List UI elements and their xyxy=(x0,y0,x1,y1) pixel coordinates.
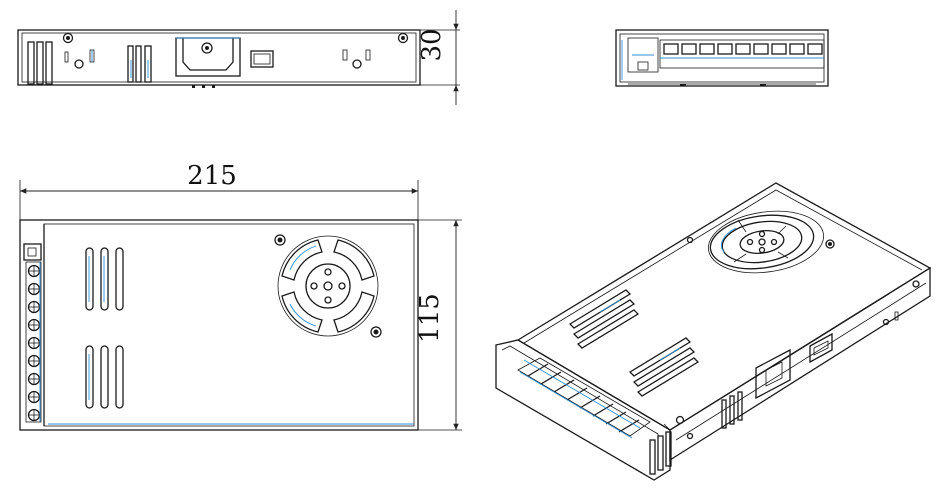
terminal-block-side xyxy=(659,39,825,69)
front-view xyxy=(17,29,421,88)
vent-slots-upper xyxy=(85,247,124,311)
length-label: 215 xyxy=(187,161,237,191)
side-view xyxy=(615,29,829,87)
vent-slots-lower xyxy=(85,345,124,409)
terminal-strip xyxy=(23,243,42,423)
vent-slots-iso xyxy=(568,289,700,397)
width-label: 115 xyxy=(415,293,445,343)
terminal-block-iso xyxy=(517,357,651,439)
height-dimension: 30 xyxy=(417,10,460,105)
fan-grille xyxy=(274,234,382,338)
width-dimension: 115 xyxy=(415,219,462,431)
height-label: 30 xyxy=(417,28,447,61)
isometric-view xyxy=(495,182,932,481)
fan-grille-iso xyxy=(686,210,835,274)
top-view xyxy=(19,219,419,431)
length-dimension: 215 xyxy=(19,161,419,220)
